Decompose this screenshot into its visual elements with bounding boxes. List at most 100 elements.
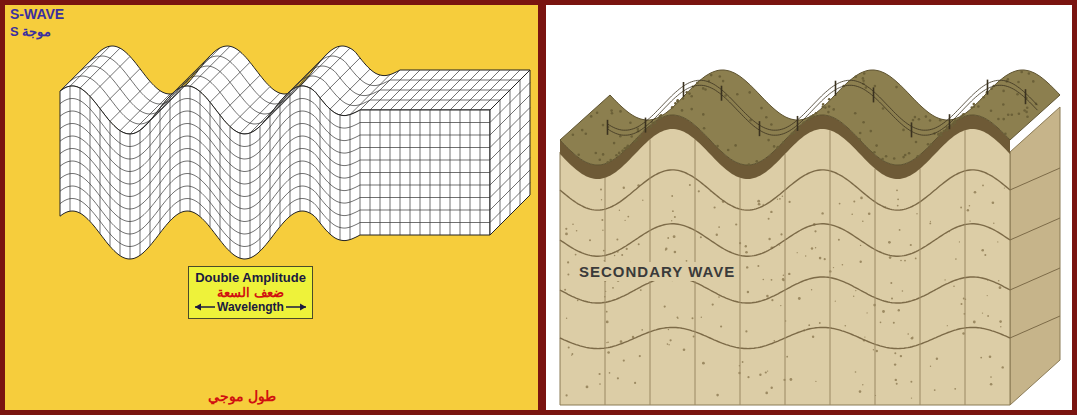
soil-grain [606, 311, 608, 313]
soil-grain [902, 290, 904, 292]
fence-post [1025, 89, 1027, 104]
soil-grain [897, 205, 899, 207]
soil-grain [768, 218, 770, 220]
soil-grain [601, 219, 603, 221]
grass-tuft [808, 118, 811, 121]
grass-tuft [912, 119, 915, 122]
soil-grain [566, 318, 567, 319]
soil-grain [891, 297, 893, 299]
grid-line [60, 111, 490, 159]
soil-grain [873, 349, 874, 350]
grass-tuft [1011, 113, 1014, 116]
grass-tuft [828, 105, 831, 108]
grass-tuft [777, 146, 780, 149]
grass-surface [560, 70, 1060, 165]
grass-tuft [596, 112, 599, 115]
soil-grain [982, 312, 983, 313]
soil-grain [894, 363, 896, 365]
soil-grain [889, 256, 892, 259]
soil-grain [763, 204, 764, 205]
grass-tuft [613, 142, 616, 145]
grid-line [490, 108, 530, 148]
soil-grain [987, 295, 988, 296]
grass-tuft [1007, 113, 1010, 116]
earth-block [560, 70, 1060, 405]
soil-grain [642, 200, 643, 201]
soil-grain [782, 195, 784, 197]
soil-grain [586, 386, 589, 389]
soil-grain [998, 280, 1000, 282]
grass-tuft [960, 116, 963, 119]
soil-grain [718, 226, 720, 228]
soil-grain [612, 287, 614, 289]
soil-grain [944, 279, 945, 280]
soil-grain [853, 201, 855, 203]
soil-grain [911, 397, 912, 398]
grass-tuft [940, 132, 943, 135]
grass-tuft [624, 147, 627, 150]
grass-tuft [954, 119, 957, 122]
soil-grain [898, 309, 900, 311]
grid-line [60, 199, 490, 247]
grass-tuft [893, 157, 896, 160]
soil-grain [668, 344, 669, 345]
grass-tuft [602, 124, 605, 127]
soil-grain [617, 377, 619, 379]
grass-tuft [822, 103, 825, 106]
grid-line [60, 99, 490, 147]
soil-grain [989, 355, 992, 358]
grass-tuft [895, 86, 898, 89]
grass-tuft [908, 152, 911, 155]
soil-grain [768, 238, 770, 240]
grass-tuft [937, 133, 940, 136]
soil-grain [742, 361, 744, 363]
grass-tuft [776, 147, 779, 150]
soil-grain [899, 229, 901, 231]
soil-grain [993, 223, 994, 224]
soil-grain [745, 245, 747, 247]
grass-tuft [1017, 81, 1020, 84]
soil-grain [953, 285, 955, 287]
soil-grain [623, 187, 625, 189]
grass-tuft [990, 110, 993, 113]
soil-grain [665, 248, 667, 250]
soil-grain [667, 343, 669, 345]
soil-grain [797, 252, 798, 253]
grass-tuft [954, 122, 957, 125]
grass-tuft [960, 116, 963, 119]
soil-grain [897, 198, 899, 200]
soil-grain [720, 325, 722, 327]
grass-tuft [627, 145, 630, 148]
grass-tuft [824, 106, 827, 109]
grass-tuft [760, 107, 763, 110]
grass-tuft [1018, 113, 1021, 116]
grass-tuft [619, 110, 622, 113]
grass-tuft [1026, 106, 1029, 109]
fence-post [911, 122, 913, 137]
grass-tuft [914, 116, 917, 119]
soil-grain [860, 197, 863, 200]
soil-grain [746, 266, 748, 268]
soil-grain [867, 312, 868, 313]
soil-grain [845, 325, 847, 327]
grass-tuft [770, 123, 773, 126]
soil-grain [599, 383, 601, 385]
soil-grain [576, 230, 578, 232]
grass-tuft [862, 121, 865, 124]
right-panel [546, 5, 1072, 410]
grass-tuft [727, 149, 730, 152]
grass-tuft [703, 127, 706, 130]
soil-grain [876, 350, 878, 352]
soil-grain [564, 289, 566, 291]
side-face [1010, 107, 1060, 405]
fence-post [987, 80, 989, 95]
soil-grain [955, 258, 957, 260]
grass-tuft [696, 81, 699, 84]
soil-grain [771, 299, 773, 301]
soil-grain [677, 316, 679, 318]
soil-grain [716, 234, 718, 236]
soil-grain [609, 372, 611, 374]
grass-tuft [925, 115, 928, 118]
fence-post [607, 120, 609, 135]
end-face [490, 70, 530, 235]
